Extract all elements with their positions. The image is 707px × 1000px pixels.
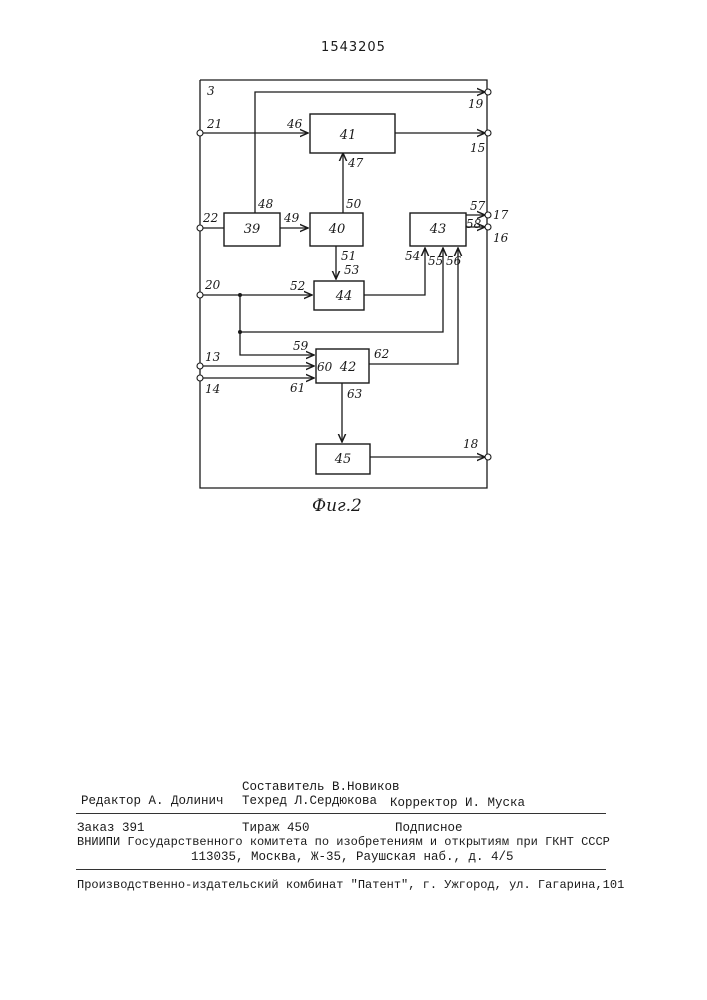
terminal-22 xyxy=(197,225,203,231)
imprint-order: Заказ 391 xyxy=(77,822,145,835)
label-14: 14 xyxy=(205,382,220,396)
label-54: 54 xyxy=(405,249,420,263)
block-44-label: 44 xyxy=(335,289,353,304)
label-63: 63 xyxy=(347,387,363,401)
block-40-label: 40 xyxy=(328,222,346,237)
block-42-label: 42 xyxy=(339,360,357,375)
block-numbers: 41 39 40 43 44 42 45 xyxy=(244,128,447,467)
block-39-label: 39 xyxy=(244,222,261,237)
terminal-13 xyxy=(197,363,203,369)
imprint-composer: Составитель В.Новиков xyxy=(242,781,400,794)
terminal-15 xyxy=(485,130,491,136)
label-21: 21 xyxy=(206,117,222,131)
label-52: 52 xyxy=(290,279,305,293)
label-51: 51 xyxy=(341,249,356,263)
terminal-16 xyxy=(485,224,491,230)
block-41-label: 41 xyxy=(339,128,357,143)
terminal-19 xyxy=(485,89,491,95)
imprint-subscription: Подписное xyxy=(395,822,463,835)
imprint-rule-top xyxy=(76,813,606,814)
label-22: 22 xyxy=(202,211,218,225)
label-49: 49 xyxy=(283,211,300,225)
label-47: 47 xyxy=(347,156,364,170)
label-56: 56 xyxy=(446,254,462,268)
junction-dot xyxy=(238,293,242,297)
label-16: 16 xyxy=(493,231,509,245)
label-53: 53 xyxy=(344,263,360,277)
label-57: 57 xyxy=(470,199,486,213)
terminal-21 xyxy=(197,130,203,136)
label-3: 3 xyxy=(207,84,215,98)
terminal-14 xyxy=(197,375,203,381)
terminal-20 xyxy=(197,292,203,298)
label-13: 13 xyxy=(205,350,221,364)
label-17: 17 xyxy=(493,208,509,222)
imprint-address: 113035, Москва, Ж-35, Раушская наб., д. … xyxy=(191,851,514,864)
label-59: 59 xyxy=(293,339,309,353)
imprint-vniipi: ВНИИПИ Государственного комитета по изоб… xyxy=(77,836,610,848)
label-62: 62 xyxy=(374,347,389,361)
imprint-editor: Редактор А. Долинич xyxy=(81,795,224,808)
imprint-techred: Техред Л.Сердюкова xyxy=(242,795,377,808)
label-20: 20 xyxy=(204,278,221,292)
imprint-corrector: Корректор И. Муска xyxy=(390,797,525,810)
block-diagram: 41 39 40 43 44 42 45 3 21 46 19 15 47 22… xyxy=(0,0,707,530)
label-55: 55 xyxy=(428,254,443,268)
terminal-18 xyxy=(485,454,491,460)
label-61: 61 xyxy=(290,381,305,395)
imprint-plant: Производственно-издательский комбинат "П… xyxy=(77,879,624,891)
label-48: 48 xyxy=(257,197,274,211)
figure-caption: Фиг.2 xyxy=(312,496,362,516)
label-18: 18 xyxy=(463,437,479,451)
imprint-circulation: Тираж 450 xyxy=(242,822,310,835)
label-15: 15 xyxy=(470,141,485,155)
label-50: 50 xyxy=(346,197,362,211)
imprint-rule-bottom xyxy=(76,869,606,870)
label-46: 46 xyxy=(286,117,303,131)
block-43-label: 43 xyxy=(429,222,447,237)
label-58: 58 xyxy=(466,217,482,231)
label-60: 60 xyxy=(317,360,333,374)
terminal-17 xyxy=(485,212,491,218)
label-19: 19 xyxy=(468,97,484,111)
block-45-label: 45 xyxy=(334,452,352,467)
junction-dot xyxy=(238,330,242,334)
